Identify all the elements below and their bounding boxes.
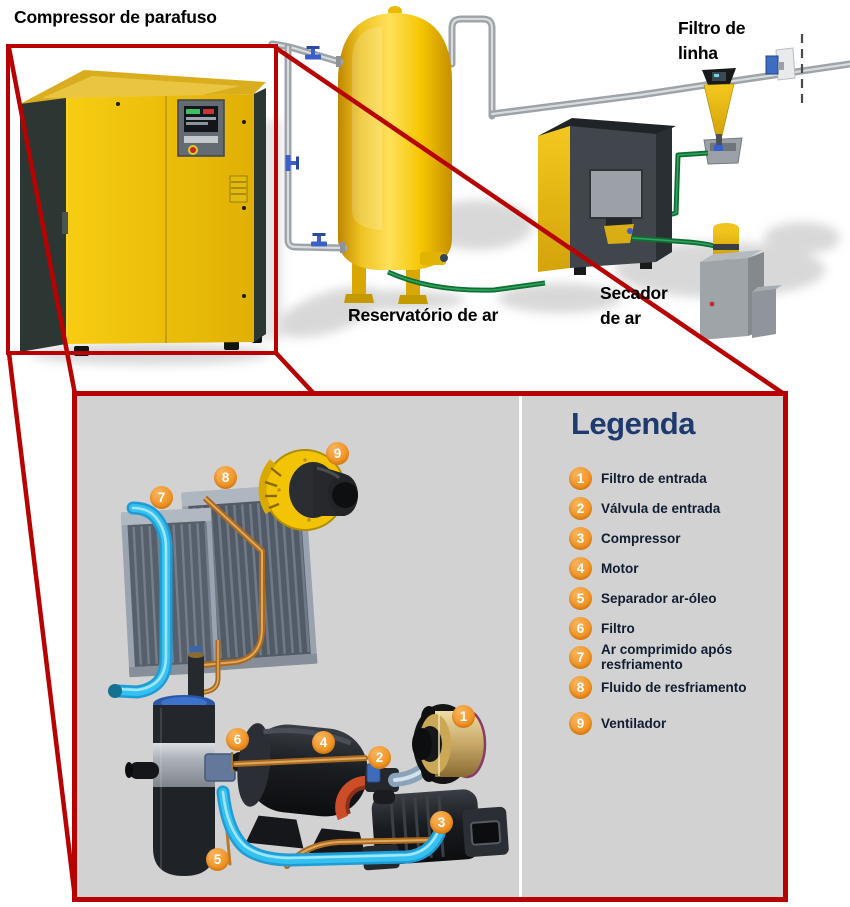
compressor-highlight-frame xyxy=(6,44,278,355)
legend-label-4: Motor xyxy=(601,561,639,576)
legend-title: Legenda xyxy=(571,406,695,441)
legend-item-6: 6 Filtro xyxy=(569,617,774,640)
legend-badge-6: 6 xyxy=(569,617,592,640)
dryer-panel-screen xyxy=(589,169,643,219)
legend-badge-7: 7 xyxy=(569,645,592,669)
compressor-internals-panel: 7 8 9 6 4 2 1 3 5 Legenda 1 Filtro de en… xyxy=(72,391,788,902)
legend-item-9: 9 Ventilador xyxy=(569,712,774,735)
legend-label-8: Fluido de resfriamento xyxy=(601,680,747,695)
legend-badge-8: 8 xyxy=(569,676,592,699)
legend-label-3: Compressor xyxy=(601,531,681,546)
legend-item-8: 8 Fluido de resfriamento xyxy=(569,676,774,699)
cooled-air-pipe xyxy=(108,501,173,699)
panel-screws xyxy=(116,102,246,298)
dryer-drain xyxy=(604,218,634,244)
legend-item-7: 7 Ar comprimido após resfriamento xyxy=(569,642,774,672)
legend-badge-9: 9 xyxy=(569,712,592,735)
legend-label-2: Válvula de entrada xyxy=(601,501,721,516)
legend-label-7: Ar comprimido após resfriamento xyxy=(601,642,733,672)
legend-label-1: Filtro de entrada xyxy=(601,471,707,486)
legend-label-5: Separador ar-óleo xyxy=(601,591,717,606)
legend-badge-3: 3 xyxy=(569,527,592,550)
air-dryer-unit xyxy=(538,118,676,275)
figure-badge-3: 3 xyxy=(430,811,453,834)
line-filter-label: Filtro de linha xyxy=(678,18,746,63)
separator-side-box xyxy=(752,288,776,338)
compressor-label: Compressor de parafuso xyxy=(14,7,217,27)
legend-label-6: Filtro xyxy=(601,621,635,636)
shutoff-valve-mid xyxy=(285,155,299,171)
legend-item-5: 5 Separador ar-óleo xyxy=(569,587,774,610)
legend-item-3: 3 Compressor xyxy=(569,527,774,550)
separator-side-port xyxy=(129,762,159,779)
shutoff-valve-bottom xyxy=(311,233,327,247)
vent-grille xyxy=(229,175,248,203)
dryer-label: Secador de ar xyxy=(600,283,668,328)
legend-badge-5: 5 xyxy=(569,587,592,610)
figure-badge-2: 2 xyxy=(368,746,391,769)
legend-item-1: 1 Filtro de entrada xyxy=(569,467,774,490)
figure-badge-9: 9 xyxy=(326,442,349,465)
figure-badge-8: 8 xyxy=(214,466,237,489)
air-oil-separator-vessel xyxy=(125,646,215,876)
legend-badge-1: 1 xyxy=(569,467,592,490)
figure-badge-1: 1 xyxy=(452,705,475,728)
figure-badge-6: 6 xyxy=(226,728,249,751)
control-panel xyxy=(177,99,225,157)
legend-items: 1 Filtro de entrada 2 Válvula de entrada… xyxy=(569,467,774,742)
legend-label-9: Ventilador xyxy=(601,716,667,731)
legend-badge-4: 4 xyxy=(569,557,592,580)
legend-item-2: 2 Válvula de entrada xyxy=(569,497,774,520)
compressor-discharge-pipes xyxy=(268,40,348,253)
tank-drain-valve xyxy=(420,252,448,265)
figure-badge-4: 4 xyxy=(312,731,335,754)
reservoir-label: Reservatório de ar xyxy=(348,305,499,325)
oil-pipe-radiator xyxy=(197,495,265,696)
legend-item-4: 4 Motor xyxy=(569,557,774,580)
legend-badge-2: 2 xyxy=(569,497,592,520)
legend-panel: Legenda 1 Filtro de entrada 2 Válvula de… xyxy=(521,396,783,897)
figure-badge-5: 5 xyxy=(206,848,229,871)
figure-badge-7: 7 xyxy=(150,486,173,509)
air-reservoir-tank xyxy=(338,6,452,304)
